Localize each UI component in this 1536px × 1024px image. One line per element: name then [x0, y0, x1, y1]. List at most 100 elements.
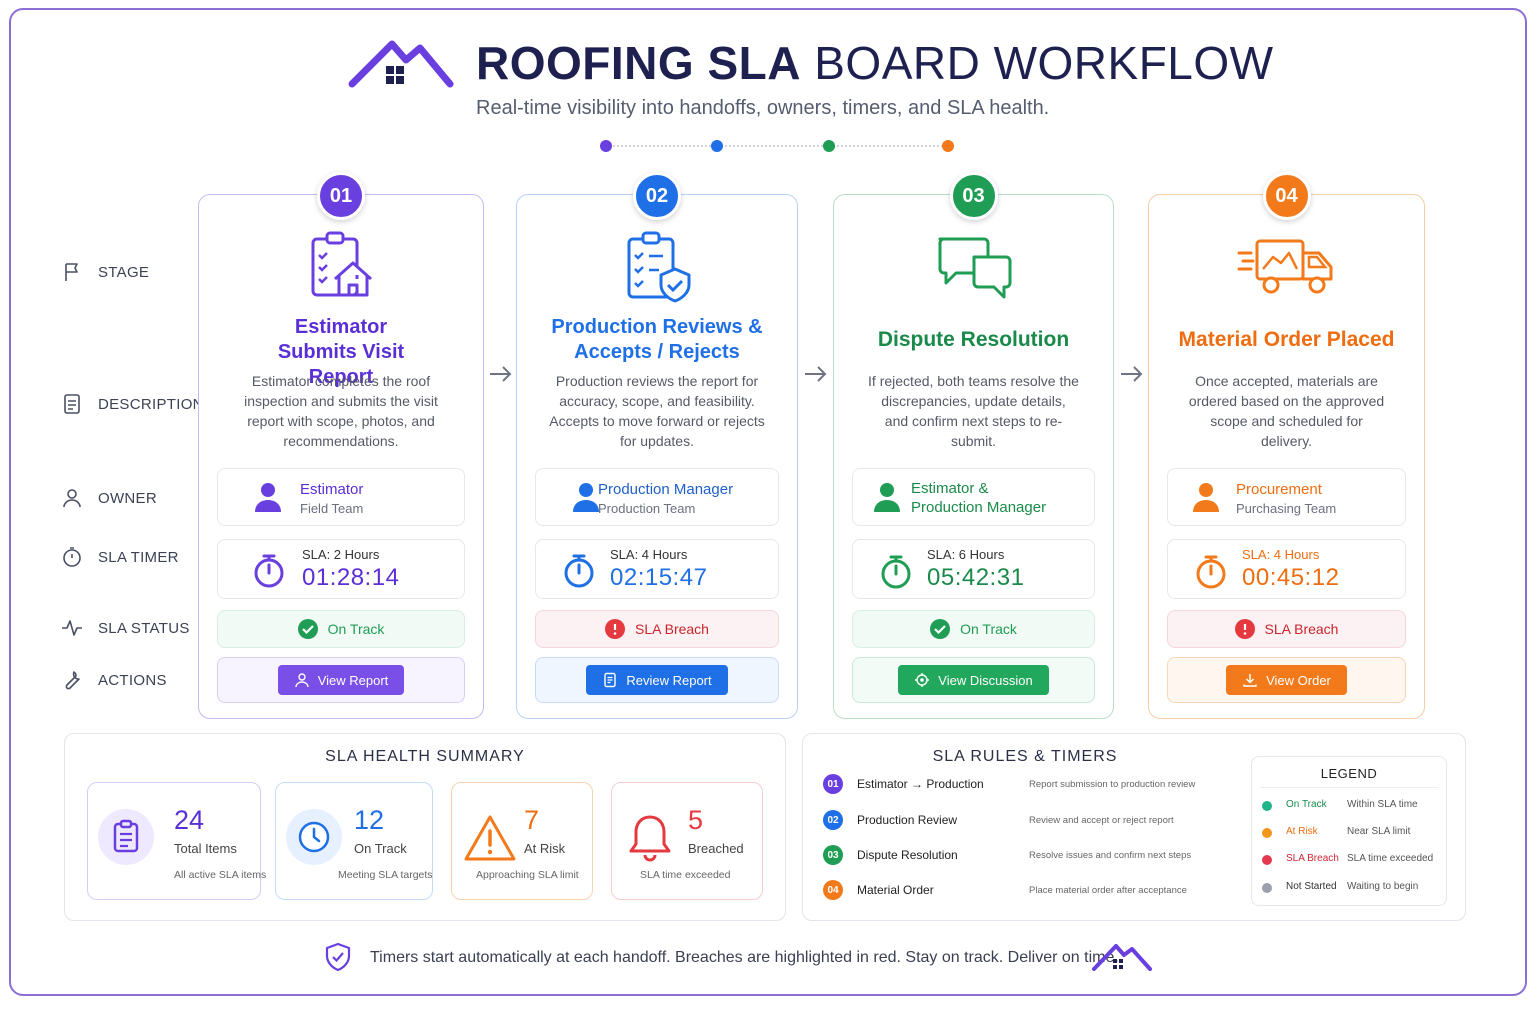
progress-dots	[600, 139, 960, 153]
summary-subtext: Approaching SLA limit	[476, 869, 579, 881]
summary-subtext: SLA time exceeded	[640, 869, 731, 881]
page-subtitle: Real-time visibility into handoffs, owne…	[476, 97, 1050, 119]
user-icon	[295, 673, 309, 688]
document-icon	[64, 394, 80, 414]
alert-circle-icon	[605, 619, 626, 639]
footer: Timers start automatically at each hando…	[324, 940, 1164, 976]
rule-name: Dispute Resolution	[857, 848, 958, 862]
summary-subtext: Meeting SLA targets	[338, 869, 433, 881]
rule-description: Resolve issues and confirm next steps	[1029, 849, 1192, 861]
delivery-truck-icon	[1237, 239, 1332, 294]
pulse-icon	[62, 620, 82, 636]
chat-bubbles-icon	[938, 237, 1011, 299]
page-title: ROOFING SLA BOARD WORKFLOW	[476, 36, 1274, 90]
download-icon	[1243, 674, 1257, 687]
legend-item-on-track: On Track Within SLA time	[1262, 799, 1442, 813]
summary-label: On Track	[354, 841, 407, 856]
target-icon	[915, 673, 930, 687]
flag-icon	[65, 263, 78, 281]
timer-card: SLA: 4 Hours 00:45:12	[1167, 539, 1406, 599]
clock-icon	[286, 809, 342, 865]
review-report-button[interactable]: Review Report	[586, 665, 728, 695]
owner-team: Production Team	[598, 501, 696, 516]
summary-label: Total Items	[174, 841, 237, 856]
action-card: Review Report	[535, 657, 779, 703]
stage-description: Production reviews the report for accura…	[549, 373, 765, 449]
sla-label: SLA: 6 Hours	[927, 547, 1005, 562]
panel-title: SLA HEALTH SUMMARY	[325, 748, 525, 765]
footer-text: Timers start automatically at each hando…	[370, 949, 1119, 966]
sla-timer-value: 00:45:12	[1242, 564, 1340, 591]
stage-title: Dispute Resolution	[877, 328, 1070, 351]
action-card: View Report	[217, 657, 465, 703]
rule-description: Review and accept or reject report	[1029, 814, 1174, 826]
rule-number: 03	[823, 845, 843, 865]
summary-card-on-track: 12 On Track Meeting SLA targets	[275, 782, 433, 900]
rule-row: 01 Estimator → Production Report submiss…	[823, 774, 1195, 794]
action-card: View Discussion	[852, 657, 1095, 703]
person-icon	[573, 483, 599, 512]
stage-column-04: 04 Material Order Placed Once accepted, …	[1148, 172, 1425, 719]
row-label-owner: OWNER	[60, 486, 157, 510]
legend-item-sla-breach: SLA Breach SLA time exceeded	[1262, 853, 1442, 867]
timer-card: SLA: 6 Hours 05:42:31	[852, 539, 1095, 599]
summary-value: 5	[688, 805, 704, 835]
bell-icon	[629, 815, 671, 862]
sla-label: SLA: 4 Hours	[1242, 547, 1320, 562]
owner-card: Procurement Purchasing Team	[1167, 468, 1406, 526]
status-card: SLA Breach	[1167, 610, 1406, 648]
summary-label: Breached	[688, 841, 744, 856]
row-label-actions: ACTIONS	[60, 668, 167, 692]
panel-title: SLA RULES & TIMERS	[932, 748, 1118, 765]
dot-purple	[600, 140, 612, 152]
legend-box: LEGEND On Track Within SLA time At Risk …	[1251, 756, 1447, 906]
stage-description: Once accepted, materials are ordered bas…	[1188, 373, 1385, 449]
summary-value: 12	[354, 805, 385, 835]
stage-title: Material Order Placed	[1178, 328, 1395, 351]
rule-number: 01	[823, 774, 843, 794]
roof-logo-icon	[1092, 944, 1152, 971]
summary-card-at-risk: 7 At Risk Approaching SLA limit	[451, 782, 593, 900]
summary-subtext: All active SLA items	[174, 869, 267, 881]
person-icon	[255, 483, 281, 512]
timer-card: SLA: 2 Hours 01:28:14	[217, 539, 465, 599]
stage-column-01: 01 Estimator Submits Visit Report Estima…	[198, 172, 484, 719]
action-card: View Order	[1167, 657, 1406, 703]
stage-number-badge: 04	[1262, 172, 1311, 220]
owner-team: Field Team	[300, 501, 364, 516]
stage-number-badge: 02	[633, 172, 681, 220]
rule-number: 02	[823, 810, 843, 830]
stage-column-02: 02 Production Reviews & Accepts / Reject…	[516, 172, 798, 719]
arrow-right-icon	[490, 366, 512, 382]
status-card: On Track	[852, 610, 1095, 648]
sla-label: SLA: 4 Hours	[610, 547, 688, 562]
user-icon	[63, 489, 81, 508]
stage-title: Estimator Submits Visit Report	[277, 316, 405, 388]
row-label-sla-timer: SLA TIMER	[60, 545, 179, 569]
summary-value: 7	[524, 805, 540, 835]
title-rest: BOARD WORKFLOW	[800, 37, 1274, 89]
wrench-icon	[65, 671, 80, 690]
warning-icon	[464, 815, 516, 861]
status-text: SLA Breach	[1264, 621, 1339, 637]
check-circle-icon	[930, 619, 951, 639]
owner-name: Estimator	[300, 481, 364, 498]
row-label-sla-status: SLA STATUS	[60, 616, 190, 640]
arrow-right-icon	[805, 366, 827, 382]
stage-column-03: 03 Dispute Resolution If rejected, both …	[833, 172, 1114, 719]
stopwatch-icon	[881, 555, 911, 589]
roof-logo-icon	[348, 40, 454, 88]
rule-name: Material Order	[857, 883, 934, 897]
dot-orange	[942, 140, 954, 152]
view-order-button[interactable]: View Order	[1226, 665, 1347, 695]
row-label-stage: STAGE	[60, 260, 149, 284]
owner-team: Purchasing Team	[1236, 501, 1337, 516]
view-discussion-button[interactable]: View Discussion	[898, 665, 1049, 695]
view-report-button[interactable]: View Report	[277, 665, 405, 695]
stopwatch-icon	[63, 547, 81, 567]
owner-name: Production Manager	[598, 481, 734, 498]
legend-item-at-risk: At Risk Near SLA limit	[1262, 826, 1442, 840]
document-icon	[604, 672, 617, 688]
owner-name: Estimator & Production Manager	[911, 480, 1047, 516]
sla-label: SLA: 2 Hours	[302, 547, 380, 562]
